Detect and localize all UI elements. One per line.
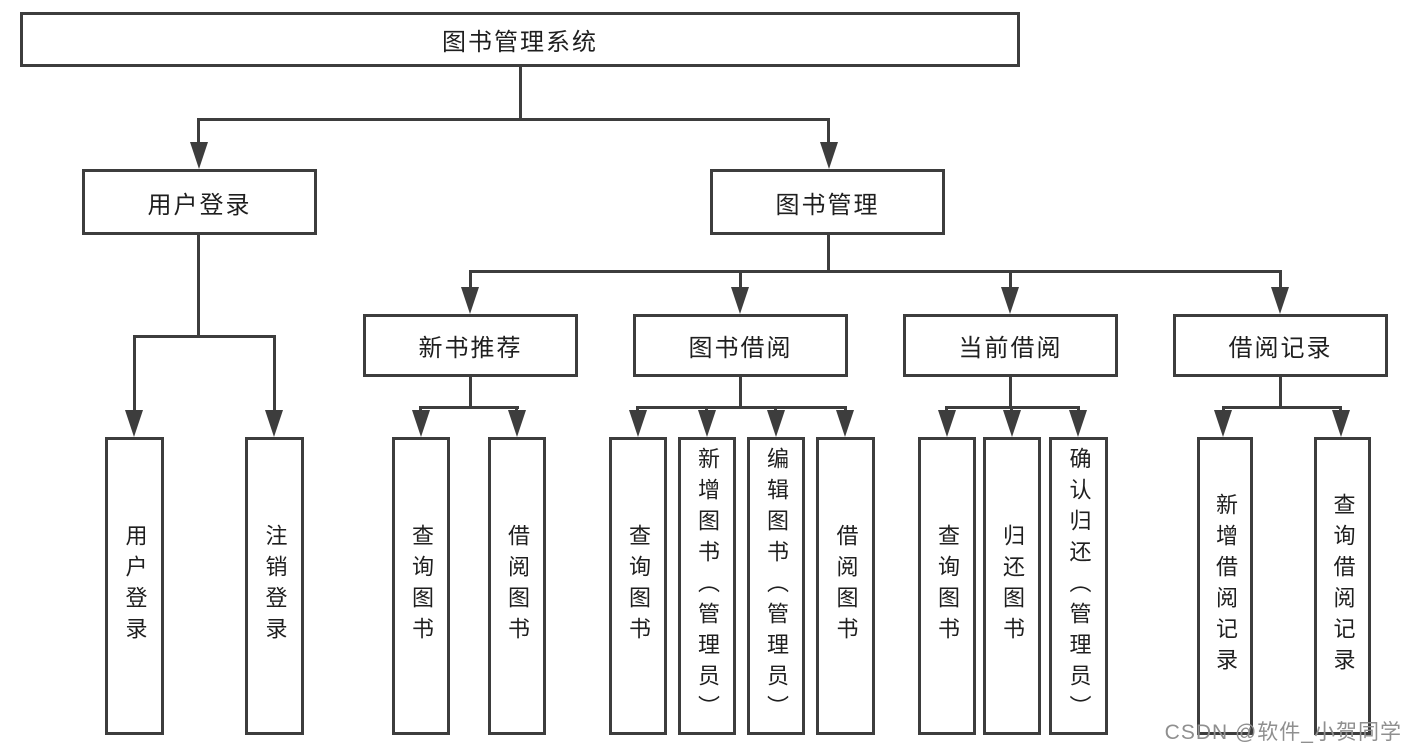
connector-level3-drop [739,270,742,292]
leaf-edit-books-admin: 编辑图书（管理员） [747,437,805,735]
arrow-to-leaf [1332,410,1350,437]
connector-leaf-drop [133,335,136,412]
arrow-to-leaf [1069,410,1087,437]
connector-level3-drop [469,270,472,292]
arrow-to-leaf [629,410,647,437]
leaf-borrow-books-recommend: 借阅图书 [488,437,546,735]
node-book-borrow: 图书借阅 [633,314,848,377]
leaf-return-books: 归还图书 [983,437,1041,735]
node-current-borrow: 当前借阅 [903,314,1118,377]
connector-bookmgmt-drop [827,118,830,148]
connector-userlogin-drop [197,118,200,148]
arrow-to-leaf [836,410,854,437]
arrow-to-leaf [1003,410,1021,437]
arrow-to-book-borrow [731,287,749,314]
connector-level3-drop [1009,270,1012,292]
connector-level3-drop [1279,270,1282,292]
leaf-query-books-recommend: 查询图书 [392,437,450,735]
arrow-to-leaf [412,410,430,437]
connector-leaf-drop [273,335,276,412]
arrow-to-leaf [265,410,283,437]
leaf-add-borrow-record: 新增借阅记录 [1197,437,1253,735]
node-new-book-recommend: 新书推荐 [363,314,578,377]
arrow-to-leaf [767,410,785,437]
connector-newbook-bar [419,406,519,409]
connector-bookmgmt-stub [827,235,830,270]
connector-root-bar [197,118,830,121]
connector-currentborrow-stub [1009,377,1012,406]
connector-userlogin-stub [197,235,200,335]
arrow-to-new-book [461,287,479,314]
leaf-query-books: 查询图书 [609,437,667,735]
arrow-to-leaf [508,410,526,437]
leaf-borrow-books: 借阅图书 [816,437,875,735]
connector-bookborrow-bar [636,406,847,409]
node-book-management: 图书管理 [710,169,945,235]
arrow-to-leaf [125,410,143,437]
arrow-to-leaf [1214,410,1232,437]
connector-borrowrecord-bar [1222,406,1342,409]
arrow-to-book-mgmt [820,142,838,169]
arrow-to-leaf [938,410,956,437]
csdn-watermark: CSDN @软件_小贺同学 [1164,721,1402,744]
connector-newbook-stub [469,377,472,406]
arrow-to-user-login [190,142,208,169]
connector-level3-bar [469,270,1282,273]
node-user-login: 用户登录 [82,169,317,235]
leaf-confirm-return-admin: 确认归还（管理员） [1049,437,1108,735]
arrow-to-borrow-record [1271,287,1289,314]
leaf-query-current-books: 查询图书 [918,437,976,735]
arrow-to-current-borrow [1001,287,1019,314]
connector-root-stub [519,67,522,118]
leaf-logout: 注销登录 [245,437,304,735]
connector-bookborrow-stub [739,377,742,406]
connector-userlogin-bar [133,335,276,338]
leaf-add-books-admin: 新增图书（管理员） [678,437,736,735]
leaf-user-login: 用户登录 [105,437,164,735]
arrow-to-leaf [698,410,716,437]
connector-borrowrecord-stub [1279,377,1282,407]
node-root-system: 图书管理系统 [20,12,1020,67]
node-borrow-record: 借阅记录 [1173,314,1388,377]
leaf-query-borrow-record: 查询借阅记录 [1314,437,1371,735]
